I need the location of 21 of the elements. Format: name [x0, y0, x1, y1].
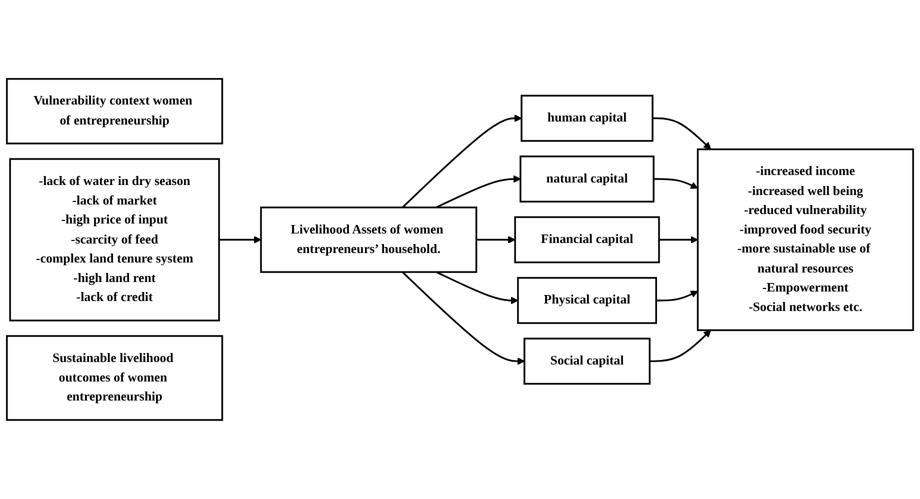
- node-box: human capital: [520, 94, 654, 142]
- node-box: Sustainable livelihood outcomes of women entrepreneurship: [6, 335, 224, 421]
- arrow: [656, 290, 698, 302]
- arrow: [436, 271, 518, 304]
- node-box: Financial capital: [514, 216, 660, 264]
- arrow: [650, 330, 712, 362]
- node-box: natural capital: [520, 156, 654, 203]
- arrow: [659, 236, 698, 244]
- arrow: [476, 236, 516, 244]
- node-box: Livelihood Assets of women entrepreneurs’ household.: [260, 206, 478, 273]
- arrow: [436, 175, 521, 208]
- node-box: Physical capital: [517, 277, 657, 324]
- node-box: -increased income -increased well being -reduced vulnerability -improved food security -more sustainable use of natural resources -Empowerment -Social networks etc.: [696, 148, 914, 332]
- arrow: [402, 114, 522, 208]
- arrow: [652, 118, 712, 150]
- node-box: Vulnerability context women of entrepreneurship: [6, 78, 224, 144]
- arrow: [654, 178, 698, 189]
- arrow: [219, 236, 262, 244]
- arrow: [402, 271, 525, 366]
- node-box: Social capital: [524, 338, 651, 385]
- node-box: -lack of water in dry season -lack of market -high price of input -scarcity of feed -complex land tenure system -high land rent -lack of credit: [9, 158, 220, 322]
